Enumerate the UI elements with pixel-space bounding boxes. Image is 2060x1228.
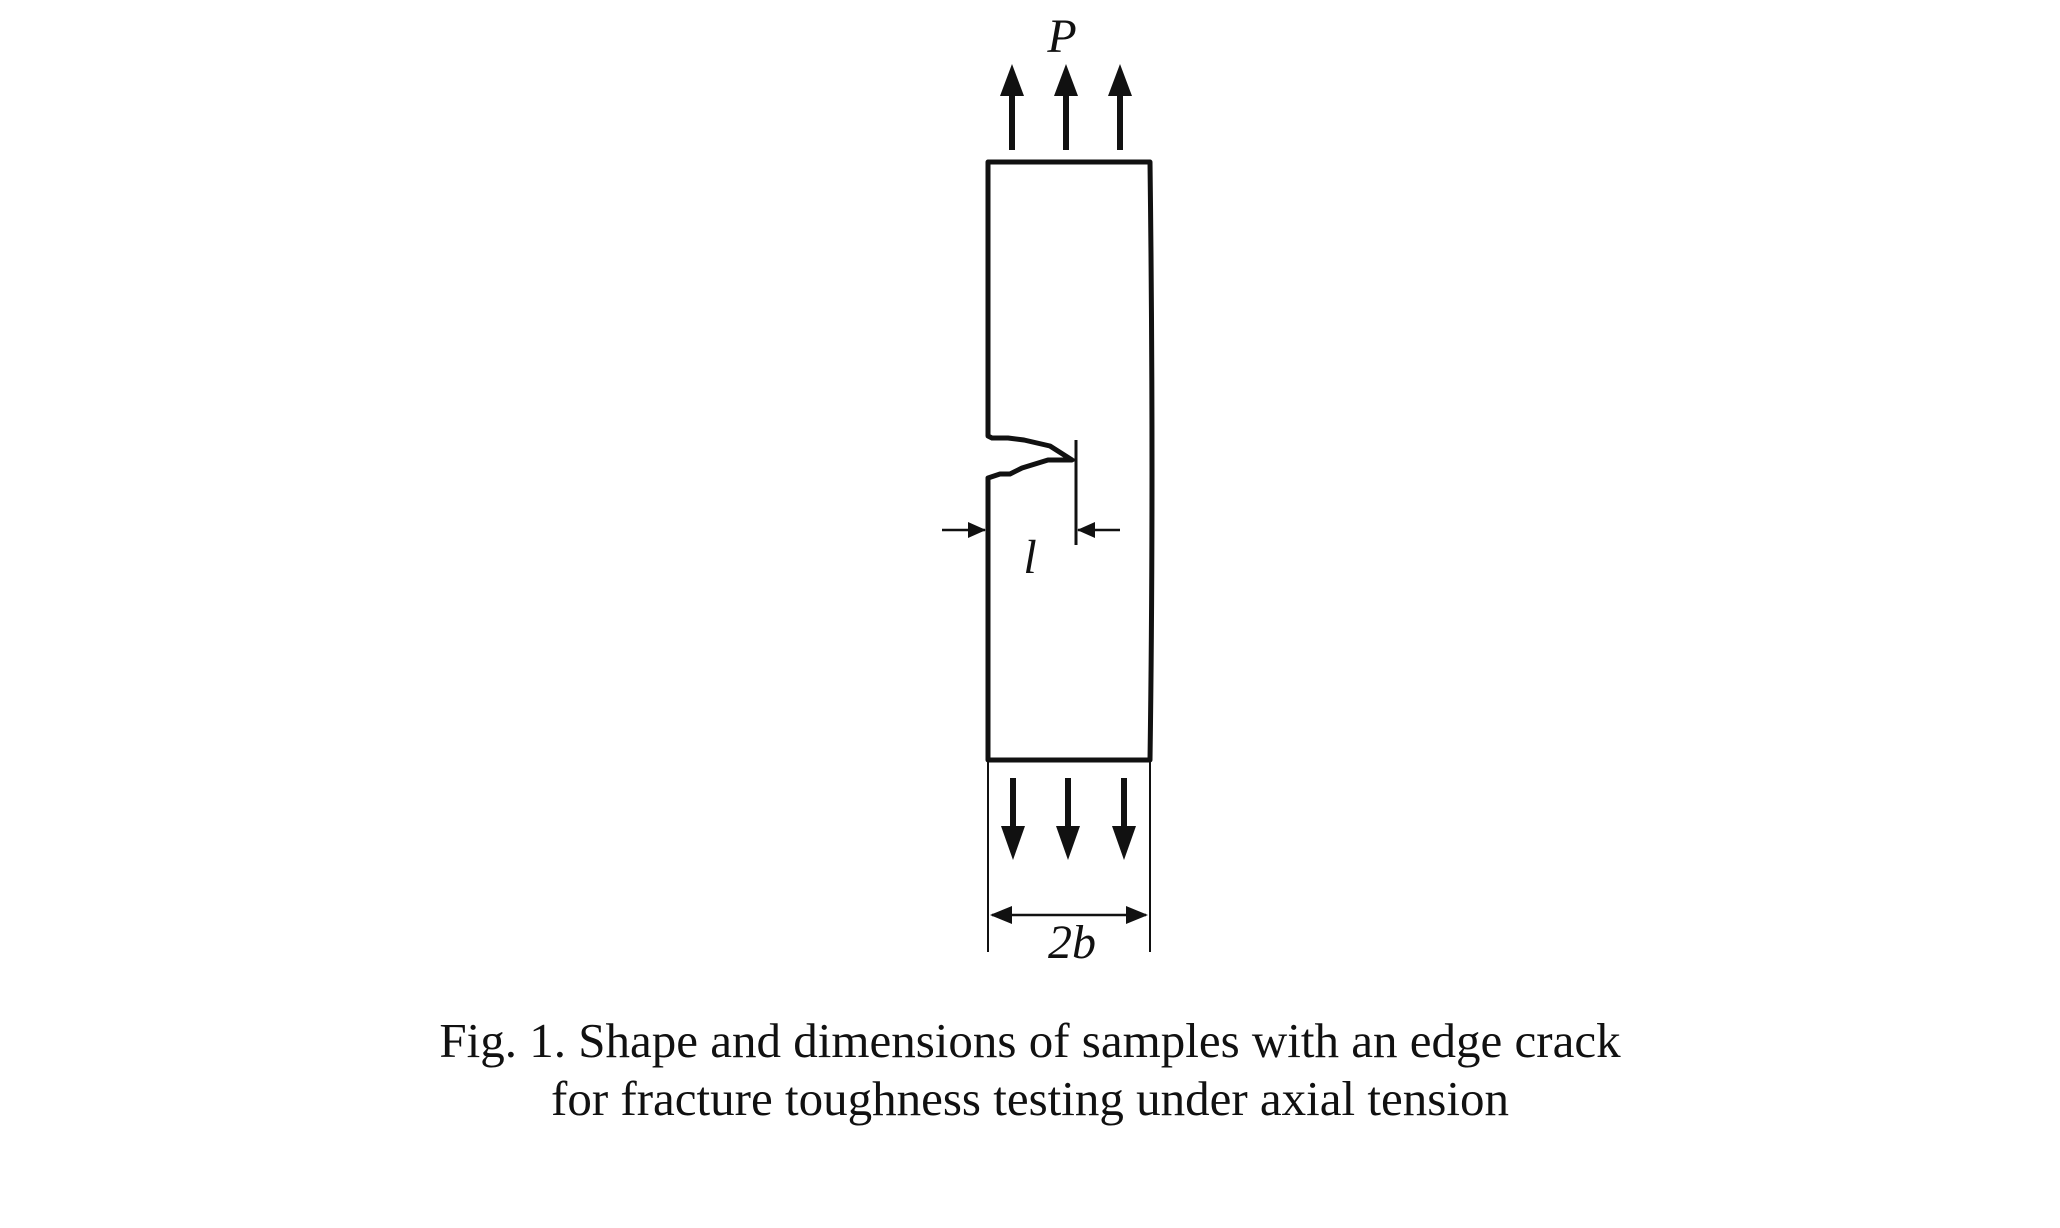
crack-length-label: l	[1023, 531, 1036, 584]
width-dimension	[987, 762, 1151, 952]
top-arrow-center	[1054, 64, 1078, 150]
top-arrow-right	[1108, 64, 1132, 150]
top-arrow-left	[1000, 64, 1024, 150]
bottom-arrow-left	[1001, 778, 1025, 860]
load-label: P	[1046, 10, 1076, 63]
caption-line-2: for fracture toughness testing under axi…	[551, 1071, 1509, 1126]
bottom-tension-arrows	[1001, 778, 1136, 860]
figure-caption: Fig. 1. Shape and dimensions of samples …	[0, 1012, 2060, 1128]
bottom-arrow-center	[1056, 778, 1080, 860]
bottom-arrow-right	[1112, 778, 1136, 860]
crack-length-dimension	[942, 522, 1120, 538]
top-tension-arrows	[1000, 64, 1132, 150]
caption-line-1: Fig. 1. Shape and dimensions of samples …	[439, 1013, 1621, 1068]
crack-tip	[1072, 440, 1078, 545]
specimen-outline	[985, 159, 1155, 763]
width-label: 2b	[1048, 916, 1096, 969]
